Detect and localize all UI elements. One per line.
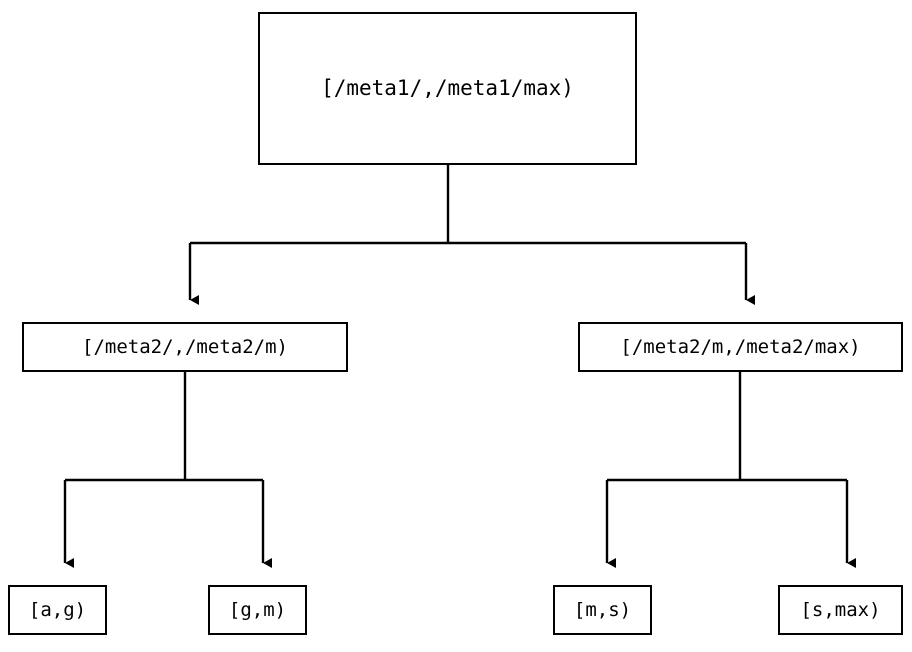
tree-node-leaf-ms[interactable]: [m,s) [553, 585, 652, 635]
tree-node-mid-left[interactable]: [/meta2/,/meta2/m) [22, 322, 348, 372]
tree-node-mid-left-label: [/meta2/,/meta2/m) [82, 335, 288, 358]
tree-node-mid-right[interactable]: [/meta2/m,/meta2/max) [578, 322, 903, 372]
tree-node-leaf-ag[interactable]: [a,g) [8, 585, 107, 635]
tree-node-root-label: [/meta1/,/meta1/max) [321, 76, 574, 100]
tree-node-mid-right-label: [/meta2/m,/meta2/max) [620, 335, 861, 358]
tree-node-leaf-gm-label: [g,m) [228, 598, 287, 621]
tree-node-leaf-smax[interactable]: [s,max) [778, 585, 903, 635]
tree-node-leaf-smax-label: [s,max) [800, 598, 881, 621]
tree-node-leaf-ms-label: [m,s) [573, 598, 632, 621]
tree-node-leaf-gm[interactable]: [g,m) [208, 585, 307, 635]
tree-node-root[interactable]: [/meta1/,/meta1/max) [258, 12, 637, 165]
tree-node-leaf-ag-label: [a,g) [28, 598, 87, 621]
